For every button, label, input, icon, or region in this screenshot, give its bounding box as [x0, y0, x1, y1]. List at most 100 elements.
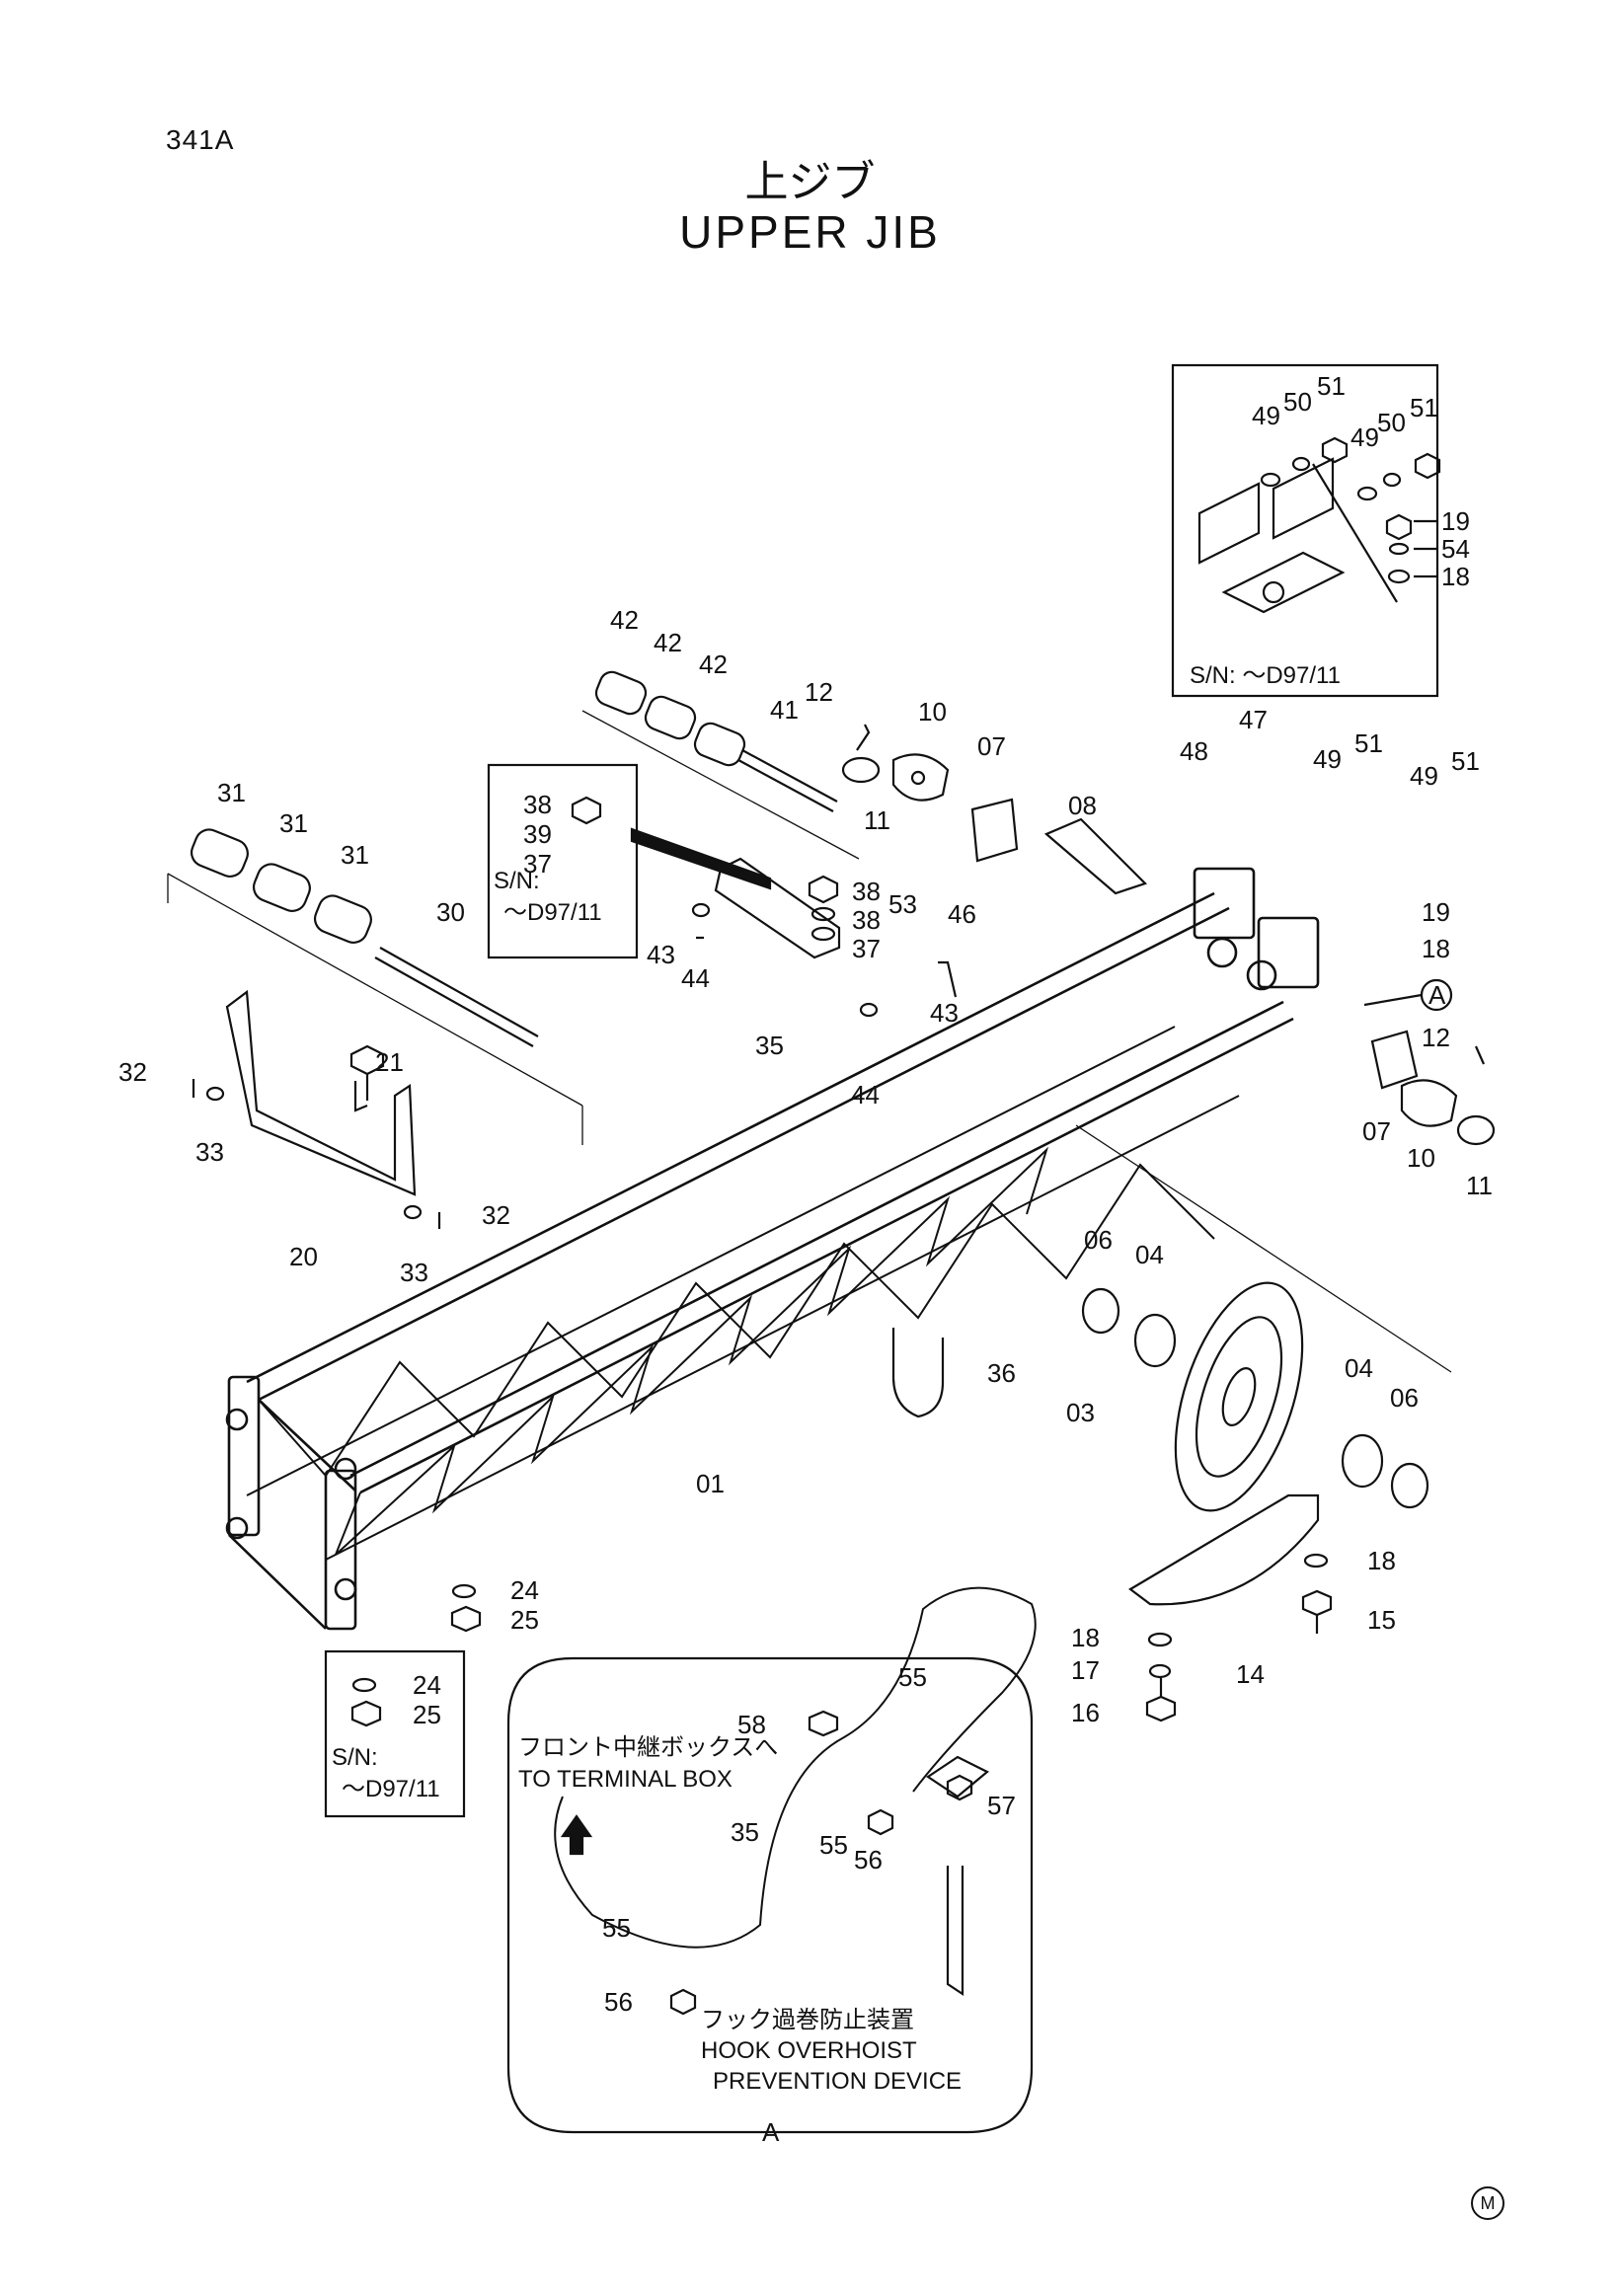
part-label-58: 58	[737, 1710, 766, 1739]
part-label-43: 43	[647, 940, 675, 969]
part-label-17: 17	[1071, 1655, 1100, 1685]
pin-assembly-left	[167, 828, 583, 1229]
part-label-38: 38	[852, 905, 881, 935]
part-label-31: 31	[217, 778, 246, 807]
serial-note-mid-line1: S/N:	[494, 868, 540, 894]
part-label-30: 30	[436, 897, 465, 927]
part-label-06: 06	[1084, 1225, 1113, 1255]
part-label-54: 54	[1441, 534, 1470, 564]
part-label-25: 25	[510, 1605, 539, 1635]
part-label-35: 35	[731, 1817, 759, 1847]
part-label-04: 04	[1135, 1240, 1164, 1269]
part-label-39: 39	[523, 819, 552, 849]
part-label-42: 42	[610, 605, 639, 635]
part-label-49: 49	[1252, 401, 1280, 430]
part-label-48: 48	[1180, 736, 1208, 766]
part-label-01: 01	[696, 1469, 725, 1498]
part-label-21: 21	[375, 1047, 404, 1077]
terminal-box-note-jp: フロント中継ボックスへ	[518, 1734, 778, 1761]
part-label-32: 32	[482, 1200, 510, 1230]
part-label-08: 08	[1068, 791, 1097, 820]
part-label-51: 51	[1354, 728, 1383, 758]
part-label-33: 33	[195, 1137, 224, 1167]
part-label-10: 10	[1407, 1143, 1435, 1173]
title-japanese: 上ジブ	[744, 158, 876, 206]
title-english: UPPER JIB	[679, 206, 941, 258]
part-label-35: 35	[755, 1031, 784, 1060]
part-label-37: 37	[852, 934, 881, 963]
hook-device-note-en-2: PREVENTION DEVICE	[713, 2068, 962, 2095]
part-label-53: 53	[888, 889, 917, 919]
part-label-42: 42	[654, 628, 682, 657]
part-label-11: 11	[864, 805, 890, 835]
part-label-46: 46	[948, 899, 976, 929]
part-label-12: 12	[805, 677, 833, 707]
part-label-33: 33	[400, 1258, 428, 1287]
part-label-18: 18	[1422, 934, 1450, 963]
part-label-36: 36	[987, 1358, 1016, 1388]
part-label-15: 15	[1367, 1605, 1396, 1635]
detail-a-box	[506, 1586, 1037, 2134]
hook-device-note-en-1: HOOK OVERHOIST	[701, 2037, 917, 2064]
part-label-06: 06	[1390, 1383, 1419, 1413]
u-bolt	[891, 1328, 945, 1418]
part-label-14: 14	[1236, 1659, 1265, 1689]
part-label-50: 50	[1283, 387, 1312, 417]
part-label-50: 50	[1377, 408, 1406, 437]
part-label-55: 55	[819, 1830, 848, 1860]
detail-a-title: A	[762, 2117, 780, 2147]
detail-a-tag: A	[1428, 980, 1446, 1010]
part-label-24: 24	[510, 1575, 539, 1605]
part-label-44: 44	[681, 963, 710, 993]
part-label-04: 04	[1345, 1353, 1373, 1383]
part-label-43: 43	[930, 998, 959, 1028]
part-label-49: 49	[1350, 422, 1379, 452]
part-label-49: 49	[1410, 761, 1438, 791]
serial-note-top: S/N: ～D97/11	[1190, 662, 1341, 689]
part-label-42: 42	[699, 650, 728, 679]
part-label-51: 51	[1317, 371, 1346, 401]
part-label-44: 44	[851, 1080, 880, 1110]
part-label-07: 07	[977, 731, 1006, 761]
inset-bracket-detail	[1171, 363, 1441, 698]
part-label-18: 18	[1441, 562, 1470, 591]
part-label-32: 32	[118, 1057, 147, 1087]
part-label-20: 20	[289, 1242, 318, 1271]
part-label-07: 07	[1362, 1116, 1391, 1146]
part-label-57: 57	[987, 1791, 1016, 1820]
part-number-labels: 01 03 04 04 06 06 07 07 08 10 10 11 11 1…	[118, 371, 1493, 2017]
part-label-24: 24	[413, 1670, 441, 1700]
part-label-10: 10	[918, 697, 947, 727]
serial-note-low-line2: ～D97/11	[342, 1776, 440, 1802]
serial-note-mid-line2: ～D97/11	[503, 899, 602, 926]
part-label-16: 16	[1071, 1698, 1100, 1727]
part-label-25: 25	[413, 1700, 441, 1729]
sheave-assembly	[1075, 1124, 1452, 1606]
detail-a-notes: フロント中継ボックスへ TO TERMINAL BOX フック過巻防止装置 HO…	[518, 1734, 962, 2095]
part-label-19: 19	[1441, 506, 1470, 536]
hardware-bolts	[450, 1553, 1333, 1722]
part-label-47: 47	[1239, 705, 1268, 734]
part-label-38: 38	[523, 790, 552, 819]
part-label-38: 38	[852, 877, 881, 906]
part-label-41: 41	[770, 695, 799, 725]
page-code: 341A	[166, 124, 235, 155]
part-label-55: 55	[898, 1662, 927, 1692]
part-label-49: 49	[1313, 744, 1342, 774]
part-label-51: 51	[1451, 746, 1480, 776]
jib-lattice-frame	[225, 867, 1320, 1631]
terminal-box-note-en: TO TERMINAL BOX	[518, 1766, 733, 1793]
part-label-18: 18	[1367, 1546, 1396, 1575]
part-label-56: 56	[854, 1845, 883, 1875]
part-label-31: 31	[279, 808, 308, 838]
pin-assembly-head	[841, 724, 1496, 1146]
part-label-51: 51	[1410, 393, 1438, 422]
manufacturer-mark: M	[1471, 2186, 1504, 2220]
part-label-37: 37	[523, 849, 552, 879]
pin-assembly-upper	[487, 670, 958, 1018]
inset-serial-box-lower	[324, 1649, 466, 1818]
part-label-56: 56	[604, 1987, 633, 2017]
serial-note-low-line1: S/N:	[332, 1744, 378, 1771]
